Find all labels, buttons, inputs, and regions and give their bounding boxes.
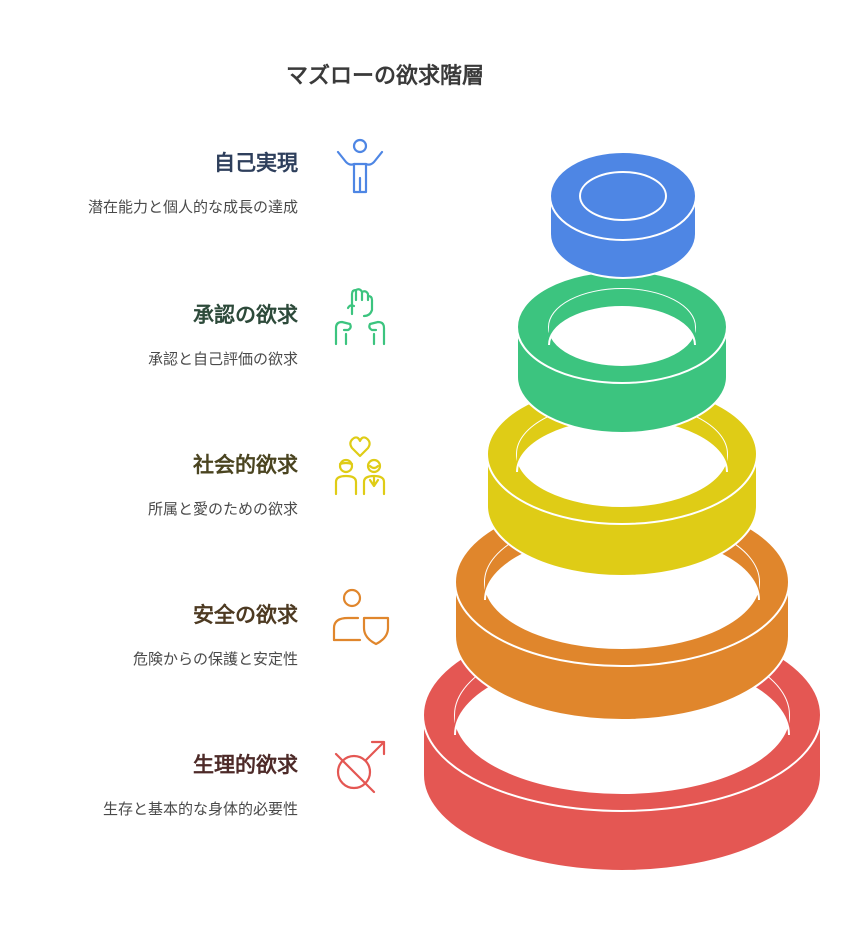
level-social: 社会的欲求 所属と愛のための欲求 (0, 452, 298, 519)
person-raising-arms-icon (330, 134, 390, 198)
level-heading: 社会的欲求 (193, 453, 298, 477)
person-shield-icon (330, 584, 390, 648)
level-heading: 承認の欲求 (193, 303, 298, 327)
level-physiological: 生理的欲求 生存と基本的な身体的必要性 (0, 752, 298, 819)
hierarchy-pyramid (415, 140, 835, 880)
ring-esteem (516, 270, 728, 434)
level-description: 危険からの保護と安定性 (132, 650, 298, 668)
diagram-title: マズローの欲求階層 (285, 64, 484, 89)
level-description: 承認と自己評価の欲求 (147, 350, 298, 368)
raised-hands-icon (330, 284, 390, 348)
ring-self-actualization (549, 151, 697, 279)
male-symbol-icon (330, 734, 390, 798)
level-description: 生存と基本的な身体的必要性 (102, 800, 298, 818)
level-heading: 生理的欲求 (193, 753, 298, 777)
level-heading: 自己実現 (214, 151, 298, 175)
level-self-actualization: 自己実現 潜在能力と個人的な成長の達成 (0, 150, 298, 217)
level-esteem: 承認の欲求 承認と自己評価の欲求 (0, 302, 298, 369)
level-safety: 安全の欲求 危険からの保護と安定性 (0, 602, 298, 669)
level-description: 潜在能力と個人的な成長の達成 (87, 198, 298, 216)
level-heading: 安全の欲求 (193, 603, 298, 627)
level-description: 所属と愛のための欲求 (147, 500, 298, 518)
couple-heart-icon (330, 434, 390, 498)
ring-social (486, 383, 758, 577)
